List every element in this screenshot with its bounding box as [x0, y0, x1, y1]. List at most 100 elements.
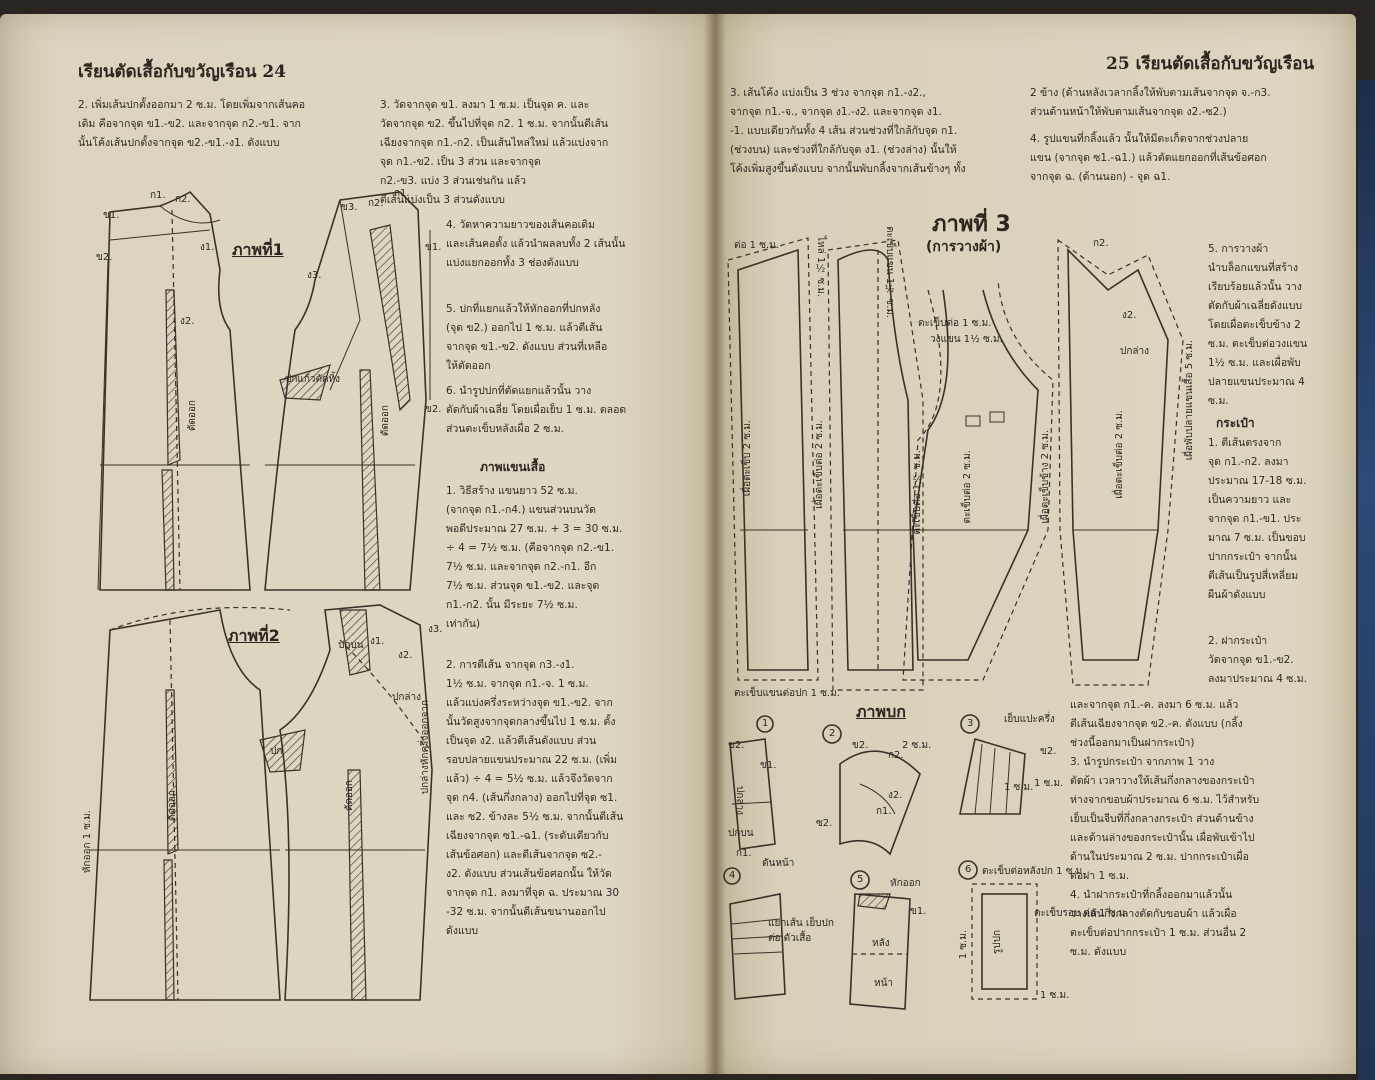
- pocket-label-aa: แยกเส้น เย็บปกต่อ ตัวเสื้อ: [768, 918, 834, 944]
- pocket-label-s: ข1.: [910, 906, 927, 917]
- fig3-label-c: ตะเข็บแขน 1½ ซ.ม.: [884, 226, 895, 319]
- pocket-label-b: ข1.: [760, 760, 777, 771]
- left-pattern-diagram: [89, 190, 433, 1001]
- fig3-label-p: ตะเข็บแขนต่อปก 1 ซ.ม.: [734, 688, 840, 699]
- fig3-label-e: วงแขน 1½ ซ.ม.: [930, 334, 1003, 345]
- pocket-label-e: ก1.: [736, 848, 752, 859]
- fig2-label-f: ปก: [270, 746, 283, 757]
- pocket-num-1: 1: [762, 718, 769, 729]
- pocket-label-k: ก1.: [876, 806, 892, 817]
- fig2-label-g: ตัดออก: [167, 790, 178, 822]
- fig3-label-f: ก2.: [1093, 238, 1109, 249]
- left-col2-para6: 2. การตีเส้น จากจุด ก3.-ง1. 1½ ซ.ม. จากจ…: [446, 659, 624, 937]
- fig3-label-j: เผื่อตะเข็บข้าง 2 ซ.ม.: [1040, 430, 1051, 524]
- fig1-label-d: ก2.: [175, 194, 191, 205]
- pocket-num-5: 5: [857, 874, 864, 885]
- fig2-label-h: หักออก 1 ซ.ม.: [82, 810, 93, 874]
- fig2-label-d: ง1.: [370, 636, 385, 647]
- fig3-label-a: ต่อ 1 ซ.ม.: [734, 240, 779, 251]
- fig1-back-bodice: [264, 191, 431, 591]
- pocket-label-f: ตันหน้า: [762, 858, 795, 869]
- fig2-label-c: ง2.: [398, 650, 413, 661]
- pocket-num-6: 6: [965, 864, 972, 875]
- figure-1-title: ภาพที่1: [232, 240, 284, 259]
- pocket-label-o: ข2.: [1040, 746, 1057, 757]
- fig2-back-bodice: [259, 604, 433, 1001]
- pocket-label-a: ข2.: [728, 740, 745, 751]
- fig3-label-m: ตะเข็บต่อ 1½ ซ.ม.: [912, 450, 923, 535]
- pocket-fig-3: [959, 714, 1026, 815]
- left-col1-paragraph: 2. เพิ่มเส้นปกตั้งออกมา 2 ซ.ม. โดยเพิ่มจ…: [78, 99, 306, 149]
- pocket-label-m: 2 ซ.ม.: [902, 740, 932, 751]
- fig3-label-i: เผื่อตะเข็บต่อ 2 ซ.ม.: [814, 420, 825, 509]
- sleeve-piece-2: [827, 239, 924, 691]
- pocket-label-r: หักออก: [890, 878, 921, 889]
- pocket-label-z: 1 ซ.ม.: [958, 930, 969, 960]
- fig1-label-j: ตัดออก: [380, 405, 391, 437]
- pocket-fig-4: [723, 867, 786, 1000]
- fig2-label-a: ปกบน: [338, 640, 364, 651]
- pocket-label-u: หน้า: [874, 978, 894, 989]
- fig1-front-bodice: [97, 190, 251, 591]
- fig2-label-i: ปกล่างหักครึ่งออกจาก: [420, 700, 431, 795]
- right-side-para2: 1. ตีเส้นตรงจาก จุด ก1.-ก2. ลงมา ประมาณ …: [1208, 437, 1307, 601]
- sleeve-piece-3: [902, 279, 1054, 681]
- right-side-para3: 2. ฝากระเป๋า วัดจากจุด ข1.-ข2. ลงมาประมา…: [1208, 635, 1307, 685]
- pocket-num-3: 3: [967, 718, 974, 729]
- fig1-label-a: ข1.: [103, 210, 120, 221]
- pocket-fig-5: [849, 870, 911, 1010]
- figure-3-subtitle: (การวางผ้า): [926, 239, 1002, 255]
- fig3-label-d: ตะเข็บต่อ 1 ซ.ม.: [918, 318, 992, 329]
- pocket-label-v: ตะเข็บต่อหลังปก 1 ซ.ม.: [982, 866, 1086, 877]
- fig3-label-k: เผื่อตะเข็บต่อ 2 ซ.ม.: [1114, 410, 1125, 499]
- fig2-front-bodice: [89, 606, 291, 1001]
- pocket-fig-1: [729, 715, 776, 850]
- figure-3-title: ภาพที่ 3: [932, 212, 1011, 237]
- fig2-label-j: ตัดออก: [344, 780, 355, 812]
- pocket-label-n: เย็บแปะครึ่ง: [1004, 714, 1055, 725]
- fig1-label-g: ง3.: [307, 270, 322, 281]
- pocket-fig-2: [822, 724, 921, 856]
- pocket-diagram: [723, 714, 1038, 1010]
- figure-2-title: ภาพที่2: [228, 626, 280, 645]
- fig1-label-f: ง2.: [180, 316, 195, 327]
- pocket-label-ab: 1 ซ.ม.: [1004, 782, 1034, 793]
- pocket-label-c: ปกล่าง: [734, 786, 745, 816]
- left-col2-para3: 5. ปกที่แยกแล้วให้หักออกที่ปกหลัง (จุด ข…: [446, 303, 608, 372]
- fig1-label-b: ข2.: [96, 252, 113, 263]
- pocket-label-g: ข2.: [852, 740, 869, 751]
- fig1-label-i: ตัดออก: [187, 400, 198, 432]
- right-page: [716, 14, 1356, 1074]
- pocket-label-x: ตะเข็บรอบ ต่อ 1 ซ.ม.: [1034, 908, 1129, 919]
- pocket-num-2: 2: [829, 728, 836, 739]
- pocket-label-h: ก2.: [888, 750, 904, 761]
- left-page-header: เรียนตัดเสื้อกับขวัญเรือน 24: [78, 62, 287, 82]
- background-edge: [1358, 80, 1375, 1080]
- fig3-label-o: เผื่อตะเข็บ 2 ซ.ม.: [742, 420, 753, 497]
- fig3-label-b: ไหล่ 1½ ซ.ม.: [815, 236, 826, 298]
- fig3-label-n: ตะเข็บต่อ 2 ซ.ม.: [962, 450, 973, 524]
- right-col2-para1: 2 ข้าง (ด้านหลังเวลากลิ้งให้พับตามเส้นจา…: [1030, 87, 1271, 118]
- right-col2-para2: 4. รูปแขนที่กลิ้งแล้ว นั้นให้มีตะเก็ดจาก…: [1030, 133, 1267, 183]
- fig1-label-l: ข2.: [425, 404, 442, 415]
- pocket-heading: กระเป๋า: [1216, 416, 1255, 430]
- pocket-figure-title: ภาพบก: [856, 702, 906, 721]
- right-bottom-para: และจากจุด ก1.-ค. ลงมา 6 ซ.ม. แล้ว ตีเส้น…: [1070, 699, 1260, 958]
- fig1-label-o: ข3.: [341, 202, 358, 213]
- right-page-header: 25 เรียนตัดเสื้อกับขวัญเรือน: [1106, 54, 1315, 74]
- sleeve-layout-diagram: [727, 237, 1184, 691]
- pocket-label-q: 1 ซ.ม.: [1034, 778, 1064, 789]
- fig1-label-m: ข1.: [425, 242, 442, 253]
- left-col2-para5: 1. วิธีสร้าง แขนยาว 52 ซ.ม. (จากจุด ก1.-…: [446, 485, 623, 630]
- right-side-para1: 5. การวางผ้า นำบล็อกแขนที่สร้าง เรียบร้อ…: [1208, 243, 1308, 407]
- right-col1-paragraph: 3. เส้นโค้ง แบ่งเป็น 3 ช่วง จากจุด ก1.-ง…: [730, 87, 966, 175]
- pocket-label-l: ซ2.: [816, 818, 833, 829]
- pocket-label-w: รูปปก: [992, 930, 1003, 955]
- fig1-label-c: ก1.: [150, 190, 166, 201]
- left-col2-para1: 3. วัดจากจุด ข1. ลงมา 1 ซ.ม. เป็นจุด ค. …: [380, 99, 609, 206]
- pocket-label-t: หลัง: [872, 938, 890, 949]
- pocket-label-y: 1 ซ.ม.: [1040, 990, 1070, 1001]
- fig3-label-l: เผื่อพับปลายแขนเสื้อ 5 ซ.ม.: [1184, 340, 1195, 461]
- pocket-label-i: ง2.: [888, 790, 903, 801]
